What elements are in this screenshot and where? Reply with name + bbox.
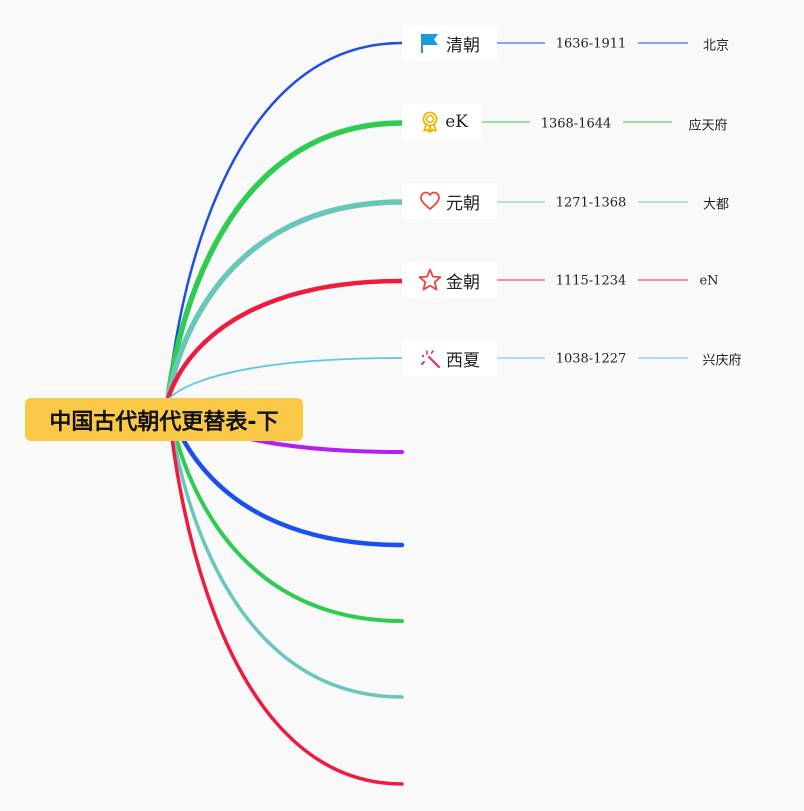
branch-line <box>165 278 405 403</box>
medal-icon <box>418 110 441 134</box>
topic-label: 西夏 <box>446 350 480 371</box>
years-label[interactable]: 1271-1368 <box>555 195 627 211</box>
root-topic[interactable]: 中国古代朝代更替表-下 <box>25 398 303 441</box>
topic-label: 金朝 <box>446 272 480 293</box>
capital-label[interactable]: 应天府 <box>688 118 728 134</box>
topic-label: 元朝 <box>446 193 480 214</box>
magic-wand-icon <box>418 346 442 370</box>
star-icon <box>418 268 442 292</box>
topic-qing[interactable]: 清朝 <box>402 25 497 61</box>
topic-label: 清朝 <box>446 35 480 56</box>
root-topic-label: 中国古代朝代更替表-下 <box>49 409 279 435</box>
flag-icon <box>418 31 442 55</box>
capital-label[interactable]: eN <box>699 273 719 289</box>
capital-label[interactable]: 北京 <box>702 38 730 54</box>
topic-yuan[interactable]: 元朝 <box>402 183 497 219</box>
topic-ming[interactable]: eK <box>402 104 482 140</box>
years-label[interactable]: 1636-1911 <box>555 36 627 52</box>
years-label[interactable]: 1368-1644 <box>540 116 612 132</box>
years-label[interactable]: 1115-1234 <box>555 273 627 289</box>
heart-icon <box>418 189 442 213</box>
years-label[interactable]: 1038-1227 <box>555 351 627 367</box>
capital-label[interactable]: 大都 <box>702 197 730 213</box>
topic-xixia[interactable]: 西夏 <box>402 340 497 376</box>
capital-label[interactable]: 兴庆府 <box>702 353 742 369</box>
topic-jin[interactable]: 金朝 <box>402 262 497 298</box>
topic-label: eK <box>445 112 468 132</box>
branch-line <box>167 357 403 401</box>
